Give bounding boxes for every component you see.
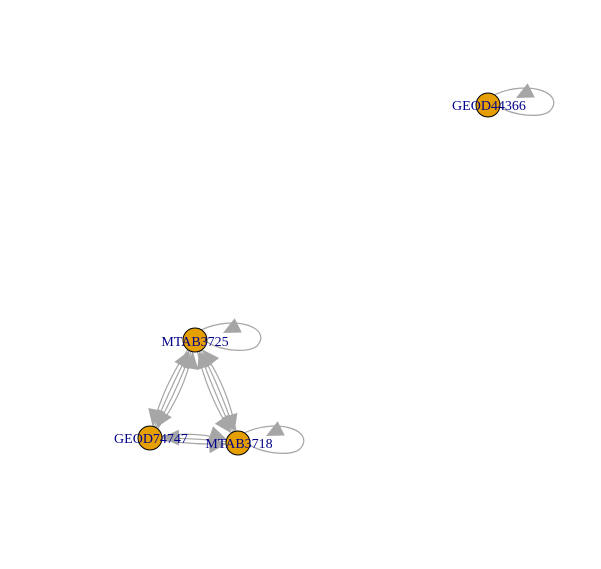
edge-arrowhead xyxy=(223,318,242,333)
edge-arrowhead xyxy=(156,409,172,428)
label-layer: GEOD44366 MTAB3725 GEOD74747 MTAB3718 xyxy=(114,99,526,452)
edge-arrowhead xyxy=(516,83,535,98)
node-mtab3725 xyxy=(182,327,208,353)
node-label-geod74747: GEOD74747 xyxy=(114,432,188,447)
node-label-geod44366: GEOD44366 xyxy=(452,99,526,114)
node-label-mtab3725: MTAB3725 xyxy=(161,335,228,350)
node-geod74747 xyxy=(137,425,163,451)
node-label-mtab3718: MTAB3718 xyxy=(205,437,272,452)
edge-arrowhead xyxy=(208,437,227,454)
edge-arrowhead xyxy=(182,351,199,370)
edge-self-loop xyxy=(200,322,262,351)
edge-layer xyxy=(148,83,555,454)
edge-arrowhead xyxy=(202,349,220,368)
edge-arrowhead xyxy=(266,421,285,436)
edge-arrowhead xyxy=(207,426,227,442)
node-layer xyxy=(137,92,501,456)
edge-self-loop xyxy=(493,87,555,116)
node-geod44366 xyxy=(475,92,501,118)
node-mtab3718 xyxy=(225,430,251,456)
edge-self-loop xyxy=(243,425,305,454)
